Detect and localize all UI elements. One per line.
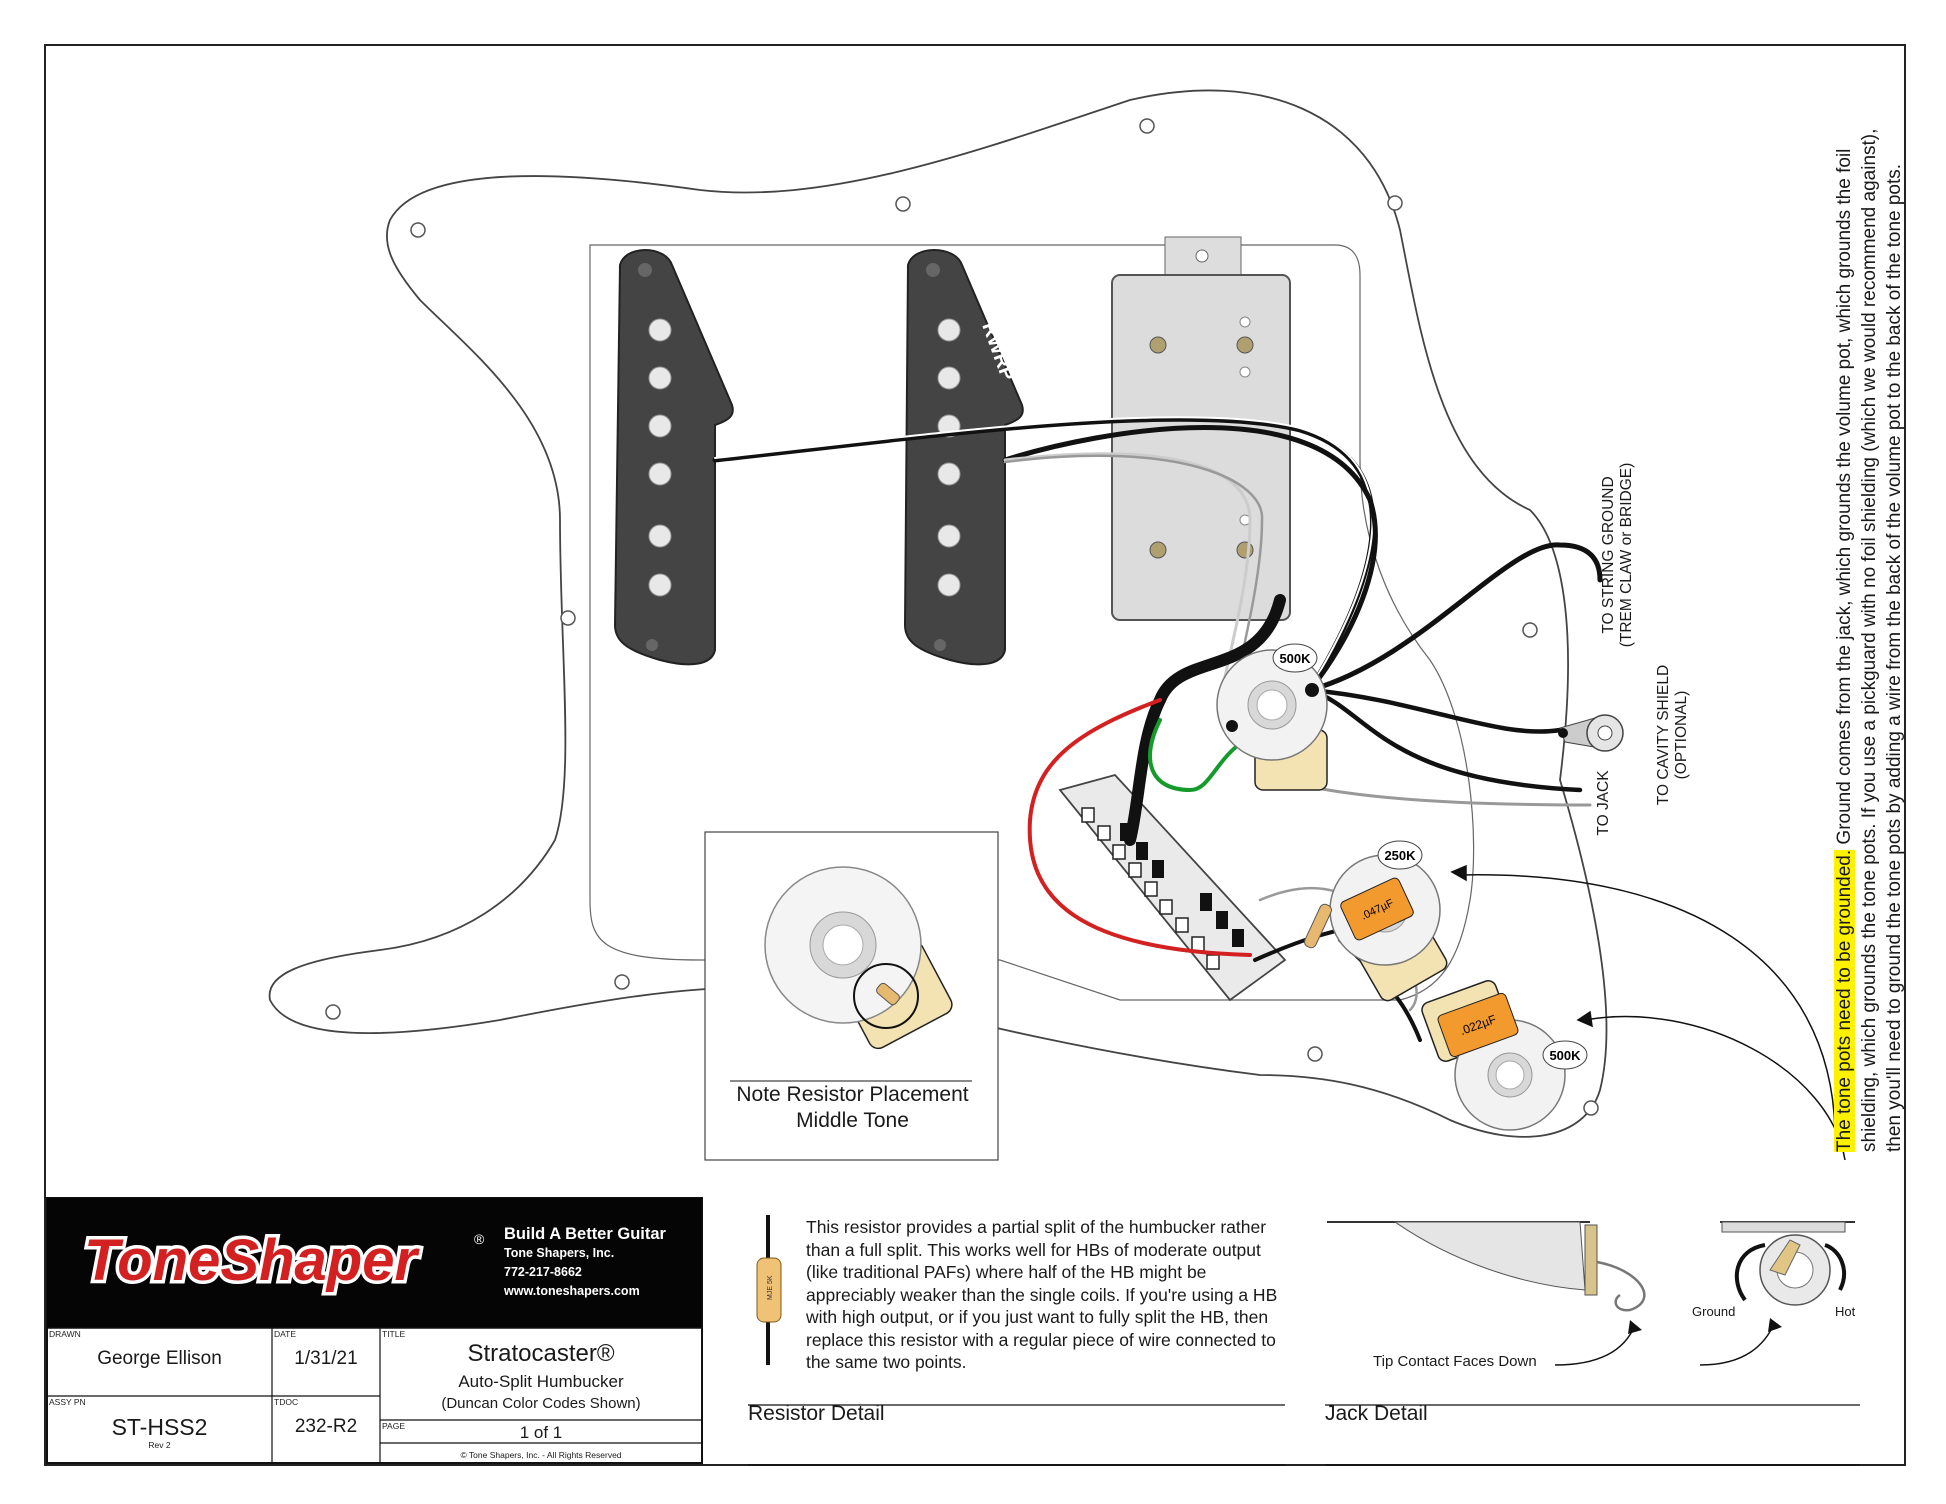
page-label: PAGE [382, 1421, 405, 1431]
logo-wordmark: ToneShaper [84, 1228, 420, 1293]
brand-info: Build A Better Guitar Tone Shapers, Inc.… [504, 1225, 666, 1301]
resistor-detail-text: This resistor provides a partial split o… [806, 1217, 1278, 1372]
svg-text:®: ® [474, 1231, 485, 1247]
middle-pickup: RWRP [903, 249, 1024, 666]
string-ground-label: TO STRING GROUND (TREM CLAW or BRIDGE) [1600, 462, 1635, 648]
tdoc-label: TDOC [274, 1397, 299, 1407]
company-name: Tone Shapers, Inc. [504, 1246, 615, 1260]
inset-caption: Note Resistor Placement Middle Tone [736, 1083, 969, 1132]
bridge-tone-pot: 500K .022µF [1421, 980, 1588, 1131]
tip-contact-label: Tip Contact Faces Down [1373, 1353, 1537, 1370]
assy-rev: Rev 2 [148, 1440, 171, 1450]
jack-side-view [1327, 1221, 1646, 1366]
grounding-highlight: The tone pots need to be grounded. [1834, 849, 1855, 1152]
bridge-tone-capacitor [1437, 992, 1519, 1058]
drawn-label: DRAWN [49, 1329, 81, 1339]
jack-hot-label: Hot [1835, 1304, 1856, 1319]
company-website: www.toneshapers.com [504, 1284, 640, 1298]
cavity-ground-lug [1558, 714, 1624, 752]
title-block [46, 1197, 703, 1464]
jack-ground-label: Ground [1692, 1304, 1736, 1319]
title-line3: (Duncan Color Codes Shown) [441, 1395, 641, 1412]
volume-pot-value: 500K [1279, 651, 1311, 666]
five-way-switch [1058, 773, 1287, 1002]
resistor-illustration: MJE 5K [756, 1215, 782, 1365]
brand-tagline: Build A Better Guitar [504, 1225, 666, 1243]
copyright: © Tone Shapers, Inc. - All Rights Reserv… [460, 1450, 622, 1460]
company-phone: 772-217-8662 [504, 1265, 582, 1279]
resistor-detail-label: Resistor Detail [748, 1402, 885, 1425]
svg-text:MJE 5K: MJE 5K [767, 1275, 774, 1300]
title-line2: Auto-Split Humbucker [458, 1372, 624, 1391]
date-value: 1/31/21 [294, 1348, 358, 1369]
pickguard-screw-holes [325, 118, 1599, 1116]
middle-tone-pot-value: 250K [1384, 848, 1416, 863]
middle-tone-capacitor [1340, 877, 1414, 941]
middle-tone-pot: 250K .047µF [1303, 840, 1448, 1002]
brand-banner [47, 1198, 702, 1328]
volume-pot: 500K [1216, 643, 1328, 791]
cavity-shield-label: TO CAVITY SHIELD (OPTIONAL) [1655, 664, 1690, 806]
neck-pickup [613, 249, 734, 666]
split-resistor [1303, 903, 1333, 949]
resistor-placement-inset [704, 831, 999, 1161]
bridge-tone-pot-value: 500K [1549, 1048, 1581, 1063]
jack-detail-label: Jack Detail [1325, 1402, 1428, 1425]
toneshaper-logo: ToneShaper ToneShaper ® [81, 1225, 486, 1297]
page-value: 1 of 1 [519, 1423, 563, 1442]
date-label: DATE [274, 1329, 297, 1339]
title-label: TITLE [382, 1329, 406, 1339]
bridge-humbucker [1111, 236, 1291, 621]
assy-label: ASSY PN [49, 1397, 86, 1407]
title-line1: Stratocaster® [467, 1340, 615, 1367]
tone-pot-grounding-note: The tone pots need to be grounded. Groun… [1832, 87, 1910, 1152]
jack-front-view [1699, 1221, 1855, 1366]
logo-outline: ToneShaper [84, 1228, 420, 1293]
to-jack-label: TO JACK [1595, 770, 1612, 836]
drawn-value: George Ellison [97, 1348, 222, 1369]
assy-value: ST-HSS2 [111, 1414, 208, 1440]
note-arrows [1450, 864, 1846, 1161]
tdoc-value: 232-R2 [294, 1416, 358, 1437]
